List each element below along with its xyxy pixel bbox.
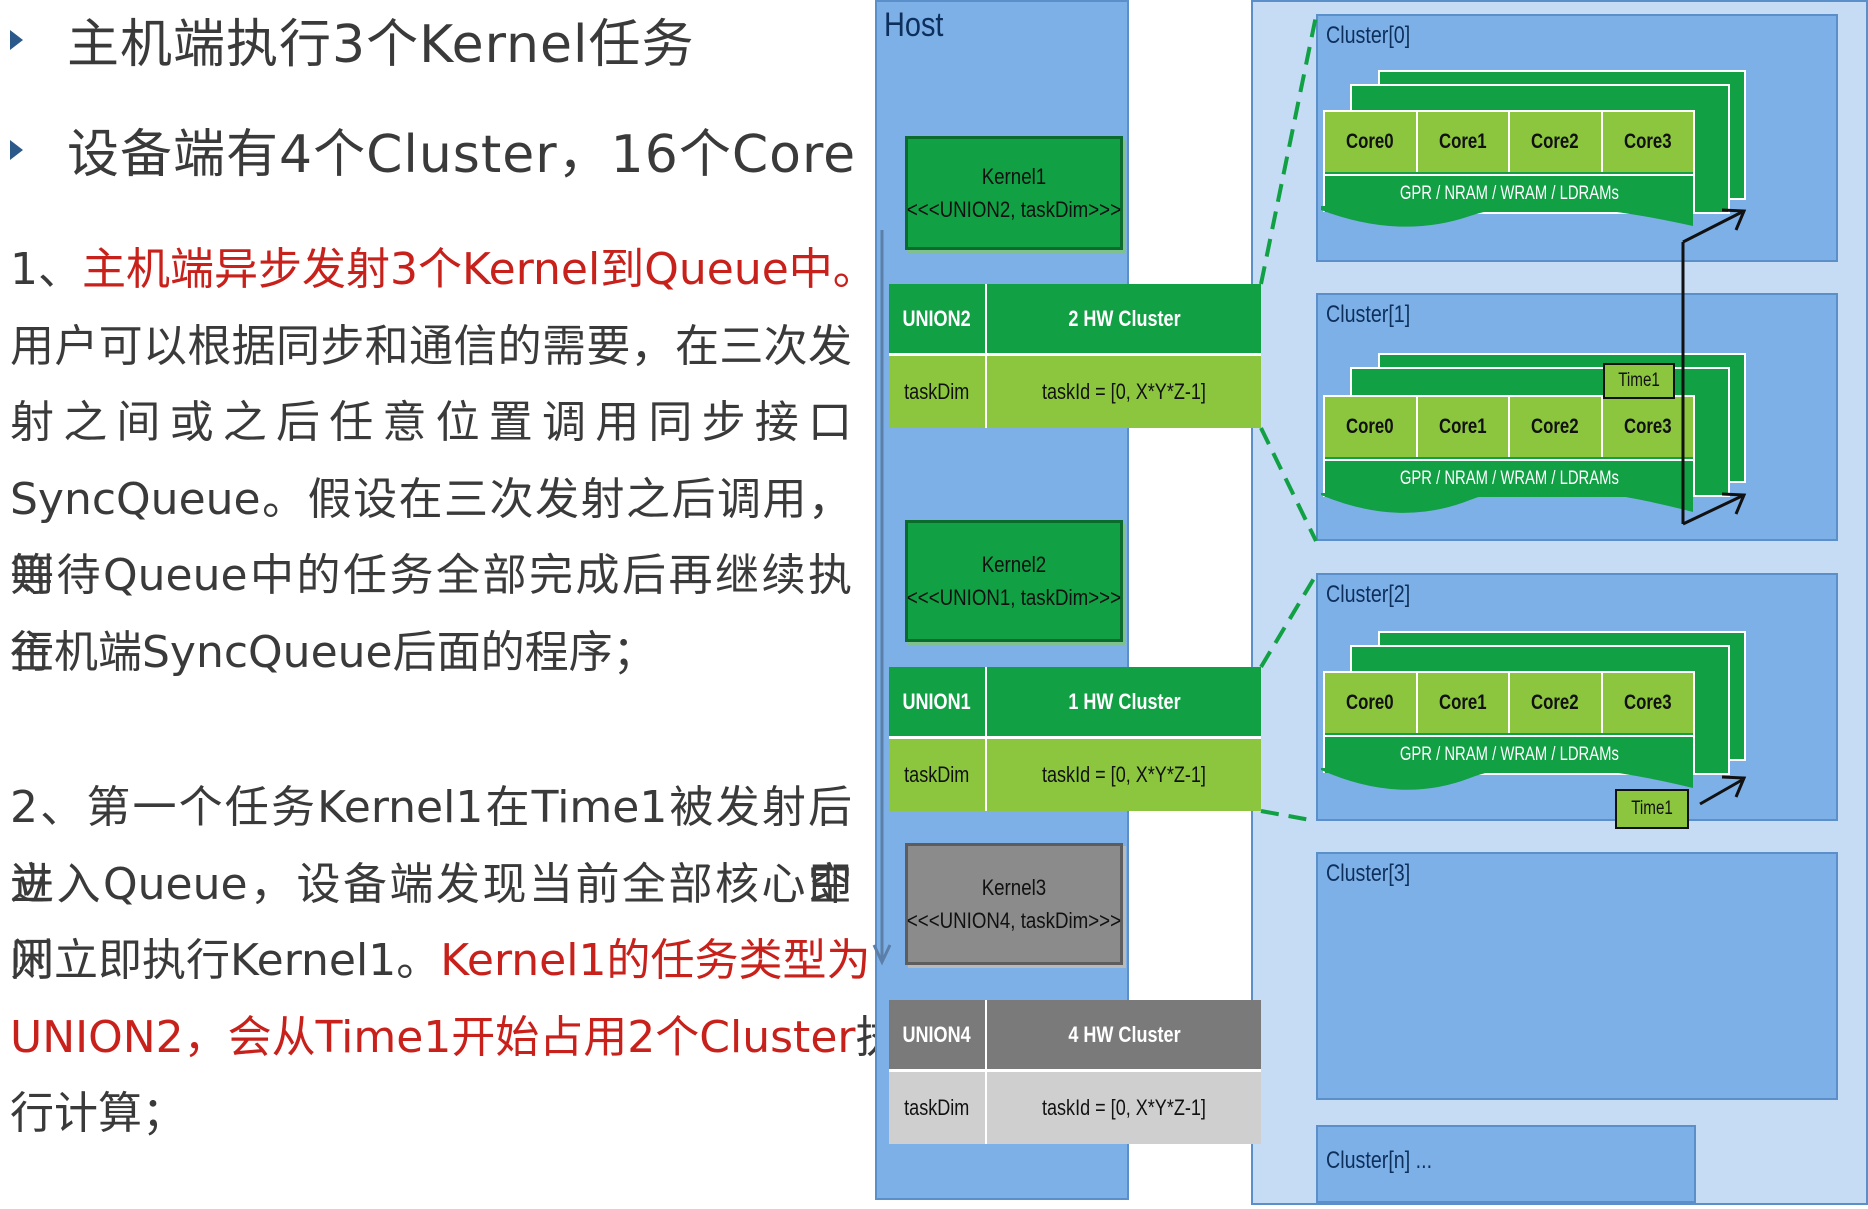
cluster-2: Cluster[2] Core0 Core1 Core2 Core3 GPR /… xyxy=(1316,573,1838,829)
cluster-label: Cluster[0] xyxy=(1326,22,1411,49)
union-hw: 1 HW Cluster xyxy=(1067,688,1181,714)
paragraph-2: 2、第一个任务Kernel1在Time1被发射后立即 进入Queue，设备端发现… xyxy=(10,770,899,1153)
union2-table: UNION2 2 HW Cluster taskDim taskId = [0, X… xyxy=(889,284,1261,428)
bullet-triangle-icon xyxy=(10,139,23,160)
cluster-1: Cluster[1] Core0 Core1 Core2 Core3 GPR /… xyxy=(1316,293,1838,541)
union-type: UNION1 xyxy=(889,667,987,736)
para1-highlight: 主机端异步发射3个Kernel到Queue中。 xyxy=(82,244,877,295)
core-group: Core0 Core1 Core2 Core3 GPR / NRAM / WRA… xyxy=(1323,110,1695,212)
core-0: Core0 xyxy=(1325,397,1418,457)
para1-line1: 1、主机端异步发射3个Kernel到Queue中。 xyxy=(10,244,877,295)
para2-line4: UNION2，会从Time1开始占用2个Cluster执 xyxy=(10,1011,899,1063)
kernel1-box: Kernel1<<<UNION2, taskDim>>> xyxy=(905,136,1123,250)
core-1: Core1 xyxy=(1417,673,1510,733)
bullet-text: 设备端有4个Cluster，16个Core xyxy=(67,125,857,185)
cluster-label: Cluster[3] xyxy=(1326,860,1411,887)
para2-line2: 进入Queue，设备端发现当前全部核心空闲 xyxy=(10,858,852,987)
para1-line4: SyncQueue。假设在三次发射之后调用，则 xyxy=(10,473,852,602)
core-2: Core2 xyxy=(1510,397,1603,457)
memory-bar: GPR / NRAM / WRAM / LDRAMs xyxy=(1325,459,1693,497)
bullet-clusters: 设备端有4个Cluster，16个Core xyxy=(10,112,856,187)
core-1: Core1 xyxy=(1417,112,1510,172)
para1-line5: 等待Queue中的任务全部完成后再继续执行 xyxy=(10,550,852,678)
core-3: Core3 xyxy=(1602,673,1693,733)
taskid-range: taskId = [0, X*Y*Z-1] xyxy=(1042,762,1206,787)
kernel3-box: Kernel3<<<UNION4, taskDim>>> xyxy=(905,843,1123,965)
union-type: UNION4 xyxy=(889,1000,987,1069)
core-1: Core1 xyxy=(1417,397,1510,457)
core-0: Core0 xyxy=(1325,673,1418,733)
kernel2-box: Kernel2<<<UNION1, taskDim>>> xyxy=(905,520,1123,642)
taskdim-label: taskDim xyxy=(889,356,987,428)
union-hw: 4 HW Cluster xyxy=(1067,1021,1181,1047)
cluster-label: Cluster[1] xyxy=(1326,301,1411,328)
core-2: Core2 xyxy=(1510,673,1603,733)
core-2: Core2 xyxy=(1510,112,1603,172)
bullet-triangle-icon xyxy=(10,29,23,50)
core-group: Core0 Core1 Core2 Core3 GPR / NRAM / WRA… xyxy=(1323,671,1695,773)
union1-table: UNION1 1 HW Cluster taskDim taskId = [0, X… xyxy=(889,667,1261,811)
paragraph-1: 1、主机端异步发射3个Kernel到Queue中。 用户可以根据同步和通信的需要… xyxy=(10,232,877,691)
taskid-range: taskId = [0, X*Y*Z-1] xyxy=(1042,379,1206,404)
union-hw: 2 HW Cluster xyxy=(1067,305,1181,331)
cluster-3: Cluster[3] xyxy=(1316,852,1838,1100)
union-type: UNION2 xyxy=(889,284,987,353)
memory-bar: GPR / NRAM / WRAM / LDRAMs xyxy=(1325,174,1693,212)
core-3: Core3 xyxy=(1602,112,1693,172)
core-3: Core3 xyxy=(1602,397,1693,457)
para2-line5: 行计算； xyxy=(10,1088,186,1139)
para1-line2: 用户可以根据同步和通信的需要，在三次发 xyxy=(10,320,852,372)
time1-marker: Time1 xyxy=(1615,789,1689,829)
para2-line3: 则立即执行Kernel1。Kernel1的任务类型为 xyxy=(10,935,871,986)
union4-table: UNION4 4 HW Cluster taskDim taskId = [0, X… xyxy=(889,1000,1261,1144)
cluster-n: Cluster[n] ... xyxy=(1316,1125,1696,1203)
para1-line3: 射之间或之后任意位置调用同步接口 xyxy=(10,397,852,448)
time1-marker: Time1 xyxy=(1603,363,1675,399)
core-0: Core0 xyxy=(1325,112,1418,172)
bullet-kernels: 主机端执行3个Kernel任务 xyxy=(10,2,694,77)
host-label: Host xyxy=(884,6,944,44)
cluster-0: Cluster[0] Core0 Core1 Core2 Core3 GPR /… xyxy=(1316,14,1838,262)
memory-bar: GPR / NRAM / WRAM / LDRAMs xyxy=(1325,735,1693,773)
cluster-label: Cluster[2] xyxy=(1326,581,1411,608)
taskdim-label: taskDim xyxy=(889,739,987,811)
core-group: Core0 Core1 Core2 Core3 GPR / NRAM / WRA… xyxy=(1323,395,1695,497)
bullet-text: 主机端执行3个Kernel任务 xyxy=(67,15,695,75)
taskdim-label: taskDim xyxy=(889,1072,987,1144)
para2-line1: 2、第一个任务Kernel1在Time1被发射后立即 xyxy=(10,782,852,910)
cluster-label: Cluster[n] ... xyxy=(1326,1147,1433,1174)
para1-line6: 主机端SyncQueue后面的程序； xyxy=(10,626,657,678)
taskid-range: taskId = [0, X*Y*Z-1] xyxy=(1042,1095,1206,1120)
